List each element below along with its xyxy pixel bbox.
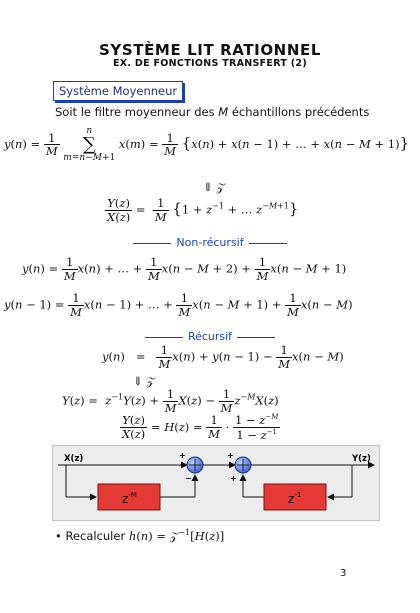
- page-number: 3: [340, 568, 347, 579]
- intro-prefix: Soit le filtre moyenneur des: [55, 105, 219, 119]
- z-transform-arrow-2: ⇓ 𝒵: [133, 374, 156, 388]
- separator-nonrecursive: Non-récursif: [0, 236, 420, 249]
- delay-block-m: [97, 483, 161, 511]
- intro-text: Soit le filtre moyenneur des M échantill…: [55, 105, 369, 119]
- page-title: SYSTÈME LIT RATIONNEL: [98, 41, 321, 59]
- block-diagram: X(z) Y(z) z-M + − + + z-1: [52, 445, 380, 521]
- adder-1-plus: +: [179, 451, 186, 460]
- adder-2-plus-bottom: +: [230, 474, 237, 483]
- page-subtitle: EX. DE FONCTIONS TRANSFERT (2): [113, 58, 307, 69]
- diagram-input-label: X(z): [64, 454, 83, 464]
- section-box: Système Moyenneur: [53, 81, 184, 101]
- intro-suffix: échantillons précédents: [228, 105, 370, 119]
- diagram-output-label: Y(z): [351, 454, 371, 464]
- z-transform-arrow-1: ⇓ 𝒵: [203, 180, 226, 194]
- separator-nonrecursive-label: Non-récursif: [176, 236, 244, 249]
- separator-recursive: Récursif: [0, 330, 420, 343]
- delay-block-1-label: z-1: [288, 491, 301, 506]
- separator-recursive-label: Récursif: [187, 330, 233, 343]
- bullet-item: • Recalculer h(n) = 𝒵−1[H(z)]: [55, 528, 225, 543]
- adder-2-plus-top: +: [227, 451, 234, 460]
- adder-1-minus: −: [185, 474, 192, 483]
- bullet-text: Recalculer: [65, 528, 129, 543]
- intro-var: M: [218, 105, 229, 119]
- delay-block-m-label: z-M: [122, 491, 137, 506]
